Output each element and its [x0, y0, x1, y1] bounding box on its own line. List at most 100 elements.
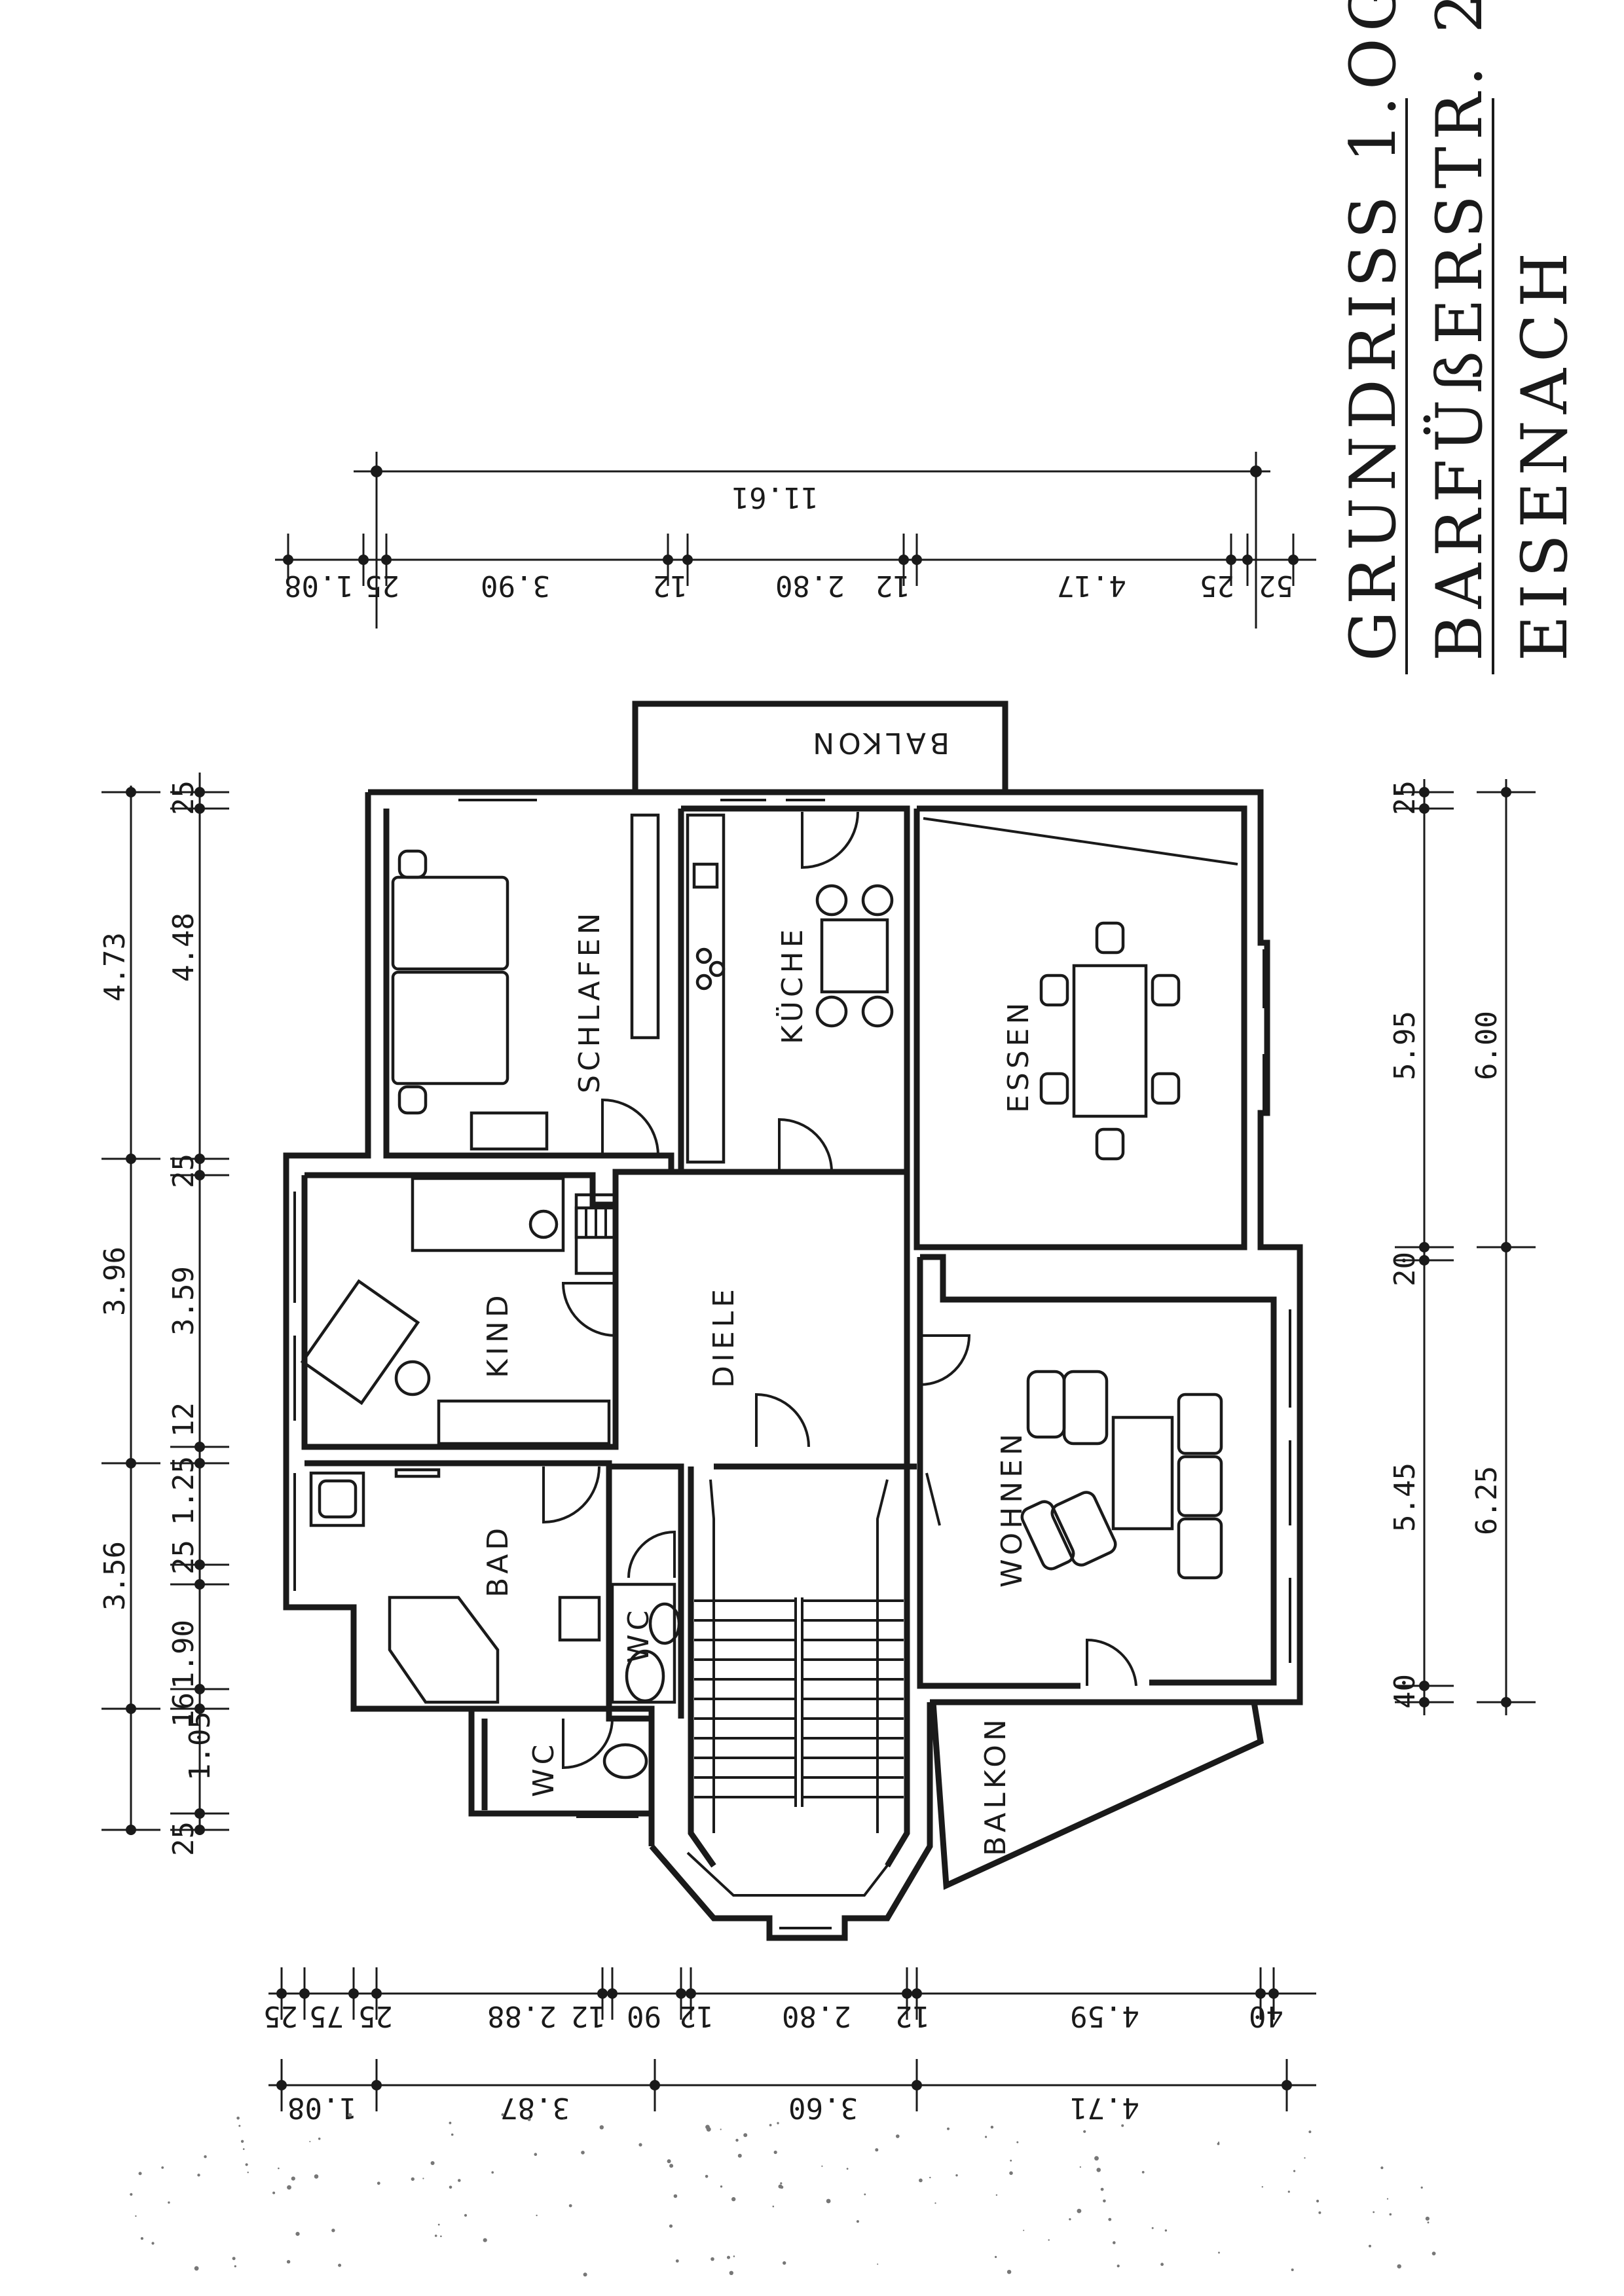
dim-tick	[1419, 1255, 1430, 1266]
speckle	[1217, 2142, 1220, 2145]
dim-tick	[371, 2080, 382, 2090]
speckle	[1016, 2141, 1019, 2143]
dim-right-inner-1: 25	[1388, 780, 1422, 815]
speckle	[1121, 2124, 1124, 2127]
dim-left-inner-4: 3.59	[167, 1266, 200, 1336]
dim-tick	[1501, 1697, 1511, 1707]
dim-bottom-inner-4: 2.88	[487, 1999, 557, 2033]
speckle	[675, 2259, 679, 2263]
dim-top-total: 11.61	[732, 481, 819, 514]
dim-tick	[1419, 803, 1430, 814]
title-block: GRUNDRISS 1.OG BARFÜßERSTR. 24 EISENACH	[1337, 0, 1581, 674]
speckle	[1006, 2270, 1012, 2274]
dim-tick	[663, 555, 673, 565]
speckle	[464, 2214, 468, 2217]
speckle	[1160, 2263, 1164, 2267]
speckle	[955, 2174, 958, 2177]
speckle	[1141, 2171, 1145, 2174]
speckle	[669, 2164, 674, 2168]
speckle	[240, 2140, 244, 2143]
speckle	[856, 2220, 859, 2223]
speckle	[1373, 2211, 1375, 2214]
room-label-schlafen: SCHLAFEN	[573, 909, 606, 1093]
dim-left-inner-6: 1.25	[167, 1456, 200, 1525]
speckle	[138, 2172, 142, 2176]
dim-bottom-inner-9: 12	[895, 1999, 930, 2033]
speckle	[1048, 2239, 1050, 2241]
title-line-3: EISENACH	[1508, 246, 1581, 661]
dim-bottom-outer-3: 3.60	[788, 2091, 858, 2124]
dim-tick	[126, 1458, 136, 1468]
dim-left-inner-1: 25	[167, 780, 200, 815]
speckle	[309, 2141, 311, 2143]
speckle	[1304, 2157, 1306, 2159]
speckle	[743, 2133, 748, 2138]
speckle	[151, 2242, 155, 2245]
speckle	[238, 2124, 241, 2127]
speckle	[458, 2179, 461, 2182]
dim-tick	[276, 2080, 287, 2090]
speckle	[720, 2128, 722, 2130]
dim-bottom-outer-1: 1.08	[287, 2091, 357, 2124]
speckle	[995, 2194, 998, 2196]
speckle	[422, 2178, 424, 2179]
speckle	[197, 2174, 200, 2177]
dim-tick	[126, 1825, 136, 1835]
speckle	[534, 2153, 538, 2156]
speckle	[1369, 2244, 1371, 2248]
speckle	[1151, 2227, 1154, 2229]
dimension-right: 25 5.95 20 5.45 40 6.00 6.25	[1388, 779, 1536, 1715]
speckle	[295, 2232, 300, 2236]
dim-tick	[902, 1988, 912, 1999]
speckle	[737, 2153, 742, 2158]
dim-tick	[276, 1988, 287, 1999]
room-label-diele: DIELE	[707, 1285, 741, 1388]
room-label-wc-lower: WC	[527, 1741, 561, 1797]
dim-left-inner-2: 4.48	[167, 913, 200, 982]
dim-tick	[676, 1988, 686, 1999]
dim-tick	[283, 555, 293, 565]
dim-left-inner-9: 16	[167, 1692, 200, 1727]
speckle	[769, 2124, 772, 2126]
dim-left-inner-7: 25	[167, 1540, 200, 1575]
staircase	[694, 1597, 904, 1807]
speckle	[1164, 2229, 1168, 2232]
dim-bottom-outer-4: 4.71	[1070, 2091, 1139, 2124]
speckle	[821, 2165, 823, 2167]
dim-right-inner-4: 5.45	[1388, 1463, 1422, 1532]
speckle	[168, 2201, 170, 2204]
dim-tick	[348, 1988, 359, 1999]
speckle	[919, 2178, 923, 2183]
speckle	[846, 2168, 849, 2170]
speckle	[826, 2198, 831, 2204]
dimension-top: 11.61 1.08 25 3.90 12 2.80 12 4.17 25 52	[275, 452, 1316, 629]
dim-tick	[194, 1170, 205, 1180]
dim-tick	[912, 2080, 922, 2090]
dim-tick	[371, 1988, 382, 1999]
speckle	[1010, 2159, 1012, 2162]
room-label-kueche: KÜCHE	[775, 926, 809, 1045]
speckle	[1420, 2186, 1423, 2189]
speckle	[1096, 2168, 1101, 2172]
dim-tick	[1501, 787, 1511, 797]
room-label-balkon-top: BALKON	[809, 726, 950, 759]
speckle	[348, 2113, 352, 2117]
dim-tick	[126, 1704, 136, 1714]
speckle	[1108, 2217, 1112, 2221]
speckle	[772, 2205, 775, 2208]
speckle	[1009, 2171, 1013, 2176]
speckle	[161, 2166, 164, 2169]
dim-tick	[194, 1442, 205, 1452]
dim-tick	[126, 1154, 136, 1164]
speckle	[780, 2182, 783, 2185]
speckle	[331, 2229, 335, 2232]
dim-tick	[194, 803, 205, 814]
room-label-bad: BAD	[481, 1524, 515, 1597]
speckle	[1397, 2264, 1401, 2269]
dim-tick	[194, 1154, 205, 1164]
dim-tick	[682, 555, 693, 565]
dim-tick	[1419, 1681, 1430, 1691]
speckle	[1023, 2229, 1025, 2231]
dim-bottom-inner-8: 2.80	[782, 1999, 851, 2033]
speckle	[568, 2204, 572, 2208]
